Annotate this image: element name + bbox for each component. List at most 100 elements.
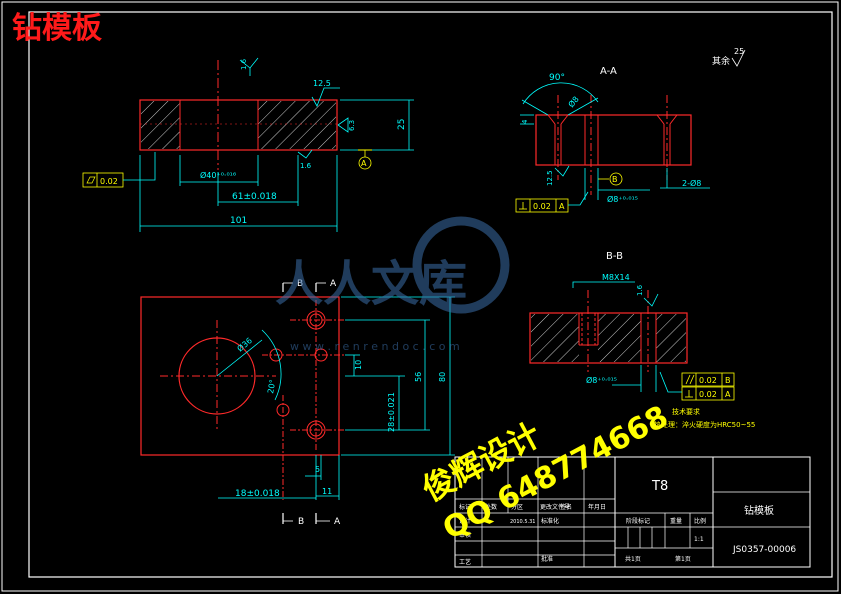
front-hatch-right: [258, 101, 336, 149]
title-block-frame: [454, 456, 811, 568]
svg-text:0.02: 0.02: [699, 376, 717, 385]
svg-text:设计: 设计: [459, 517, 471, 525]
dim-total-width: 101: [230, 216, 247, 226]
front-hatch-left: [141, 101, 180, 149]
svg-text:0.02: 0.02: [699, 390, 717, 399]
svg-text:2010.5.31: 2010.5.31: [510, 519, 535, 525]
svg-text:1.6: 1.6: [636, 284, 644, 296]
svg-text:重量: 重量: [670, 517, 682, 525]
svg-text:标记: 标记: [459, 503, 471, 511]
roughness-top-icon: [311, 87, 340, 107]
svg-text:标准化: 标准化: [541, 517, 559, 525]
section-bb: B-B M8X14 1.6 Ø8⁺⁰·⁰¹⁵ 0.02 B: [529, 251, 735, 401]
angle-90: 90°: [549, 73, 565, 83]
part-name: 钻模板: [744, 504, 774, 517]
svg-text:A: A: [725, 390, 731, 399]
section-aa-outline: [535, 114, 692, 166]
roughness-right-icon: [337, 117, 349, 133]
bb-perp-frame: [681, 386, 735, 401]
svg-text:12.5: 12.5: [313, 79, 331, 88]
flatness-value: 0.02: [100, 177, 118, 186]
plan-dim-11: 11: [322, 487, 332, 496]
plan-view: Ø36 20° 10 28±0.021 56 80 5 11 18±0.018 …: [140, 279, 455, 527]
bb-thread: M8X14: [602, 273, 630, 282]
svg-text:处数: 处数: [485, 503, 497, 511]
material: T8: [651, 479, 668, 494]
section-aa: A-A 90° Ø8 4 12.5 B: [515, 47, 746, 213]
dim-center-dist: 61±0.018: [232, 192, 277, 202]
bb-roughness-icon: [643, 293, 659, 307]
svg-text:工艺: 工艺: [459, 558, 471, 566]
bb-hole-dim: Ø8⁺⁰·⁰¹⁵: [586, 375, 617, 385]
svg-text:1.6: 1.6: [240, 58, 248, 70]
plan-angle-dim: 20°: [266, 379, 277, 395]
svg-text:25: 25: [734, 47, 744, 56]
svg-text:1.6: 1.6: [300, 162, 312, 170]
dim-bore: Ø40⁺⁰·⁰¹⁶: [200, 170, 236, 180]
bb-parallel-frame: [681, 372, 735, 387]
svg-text:审核: 审核: [459, 531, 471, 539]
watermark-url: w w w . r e n r e n d o c . c o m: [290, 340, 460, 353]
svg-text:0.02: 0.02: [533, 202, 551, 211]
plan-view-outline: [140, 296, 340, 456]
aa-hole-dim: Ø8⁺⁰·⁰¹⁵: [607, 194, 638, 204]
section-marker-b-bottom: B: [298, 517, 304, 527]
svg-text:共1页: 共1页: [625, 555, 641, 563]
svg-text:年月日: 年月日: [588, 503, 606, 511]
svg-text:B: B: [725, 376, 731, 385]
tech-req-line1: 热处理：淬火硬度为HRC50~55: [654, 420, 755, 429]
other-roughness-icon: [731, 49, 746, 67]
svg-text:批准: 批准: [541, 555, 553, 563]
svg-text:A: A: [361, 159, 367, 168]
svg-text:1:1: 1:1: [694, 536, 704, 543]
dim-height: 25: [397, 119, 407, 130]
datum-b-marker: [609, 172, 623, 186]
roughness-bottom-icon: [297, 149, 313, 159]
svg-text:6.3: 6.3: [348, 120, 356, 131]
depth-dim: 4: [521, 119, 529, 124]
cbore-dim: Ø8: [566, 94, 581, 109]
section-marker-a-top: A: [330, 279, 337, 289]
section-aa-label: A-A: [600, 66, 617, 77]
plan-dim-56: 56: [414, 372, 423, 382]
other-roughness-label: 其余: [712, 55, 730, 67]
plan-dim-5: 5: [315, 465, 320, 474]
plan-dim-28: 28±0.021: [387, 392, 396, 432]
svg-text:更改文件号: 更改文件号: [540, 503, 570, 511]
section-bb-outline: [529, 312, 688, 364]
plan-dim-80: 80: [438, 372, 447, 382]
aa-perp-frame: [515, 198, 569, 213]
title-block: T8 钻模板 JS0357-00006 阶段标记 重量 比例 1:1 共1页 第…: [454, 456, 811, 568]
aa-holes: 2-Ø8: [682, 178, 701, 188]
watermark-brand-text: 人人文库: [275, 256, 467, 312]
front-view: 101 61±0.018 Ø40⁺⁰·⁰¹⁶ 25 12.5 1.6 6.3 1…: [82, 57, 414, 232]
svg-text:A: A: [559, 202, 565, 211]
bb-hatch-right: [656, 314, 686, 362]
bb-hatch-left: [531, 314, 579, 362]
svg-text:B: B: [612, 175, 618, 184]
plan-dim-18: 18±0.018: [235, 489, 280, 499]
svg-text:签名: 签名: [560, 503, 572, 511]
inner-frame: [28, 11, 833, 578]
svg-text:比例: 比例: [694, 517, 706, 525]
corner-title: 钻模板: [12, 11, 102, 46]
datum-a-marker: [358, 156, 372, 170]
svg-text:第1页: 第1页: [675, 555, 691, 563]
angle-arc: [522, 82, 599, 105]
section-marker-b-top: B: [297, 279, 303, 289]
section-marker-a-bottom: A: [334, 517, 341, 527]
plan-dim-10: 10: [354, 360, 363, 370]
plan-bore-dim: Ø36: [235, 335, 254, 353]
front-view-outline: [139, 99, 338, 151]
drawing-number: JS0357-00006: [732, 545, 796, 555]
parallel-icon: [685, 374, 691, 385]
watermark-brand: 人人文库 w w w . r e n r e n d o c . c o m: [275, 216, 510, 353]
svg-text:12.5: 12.5: [546, 170, 554, 186]
bb-hatch-mid: [598, 314, 641, 362]
tech-req-title: 技术要求: [672, 407, 700, 416]
flatness-icon: [86, 176, 96, 184]
svg-text:阶段标记: 阶段标记: [626, 517, 650, 525]
aa-roughness-icon: [554, 165, 570, 177]
